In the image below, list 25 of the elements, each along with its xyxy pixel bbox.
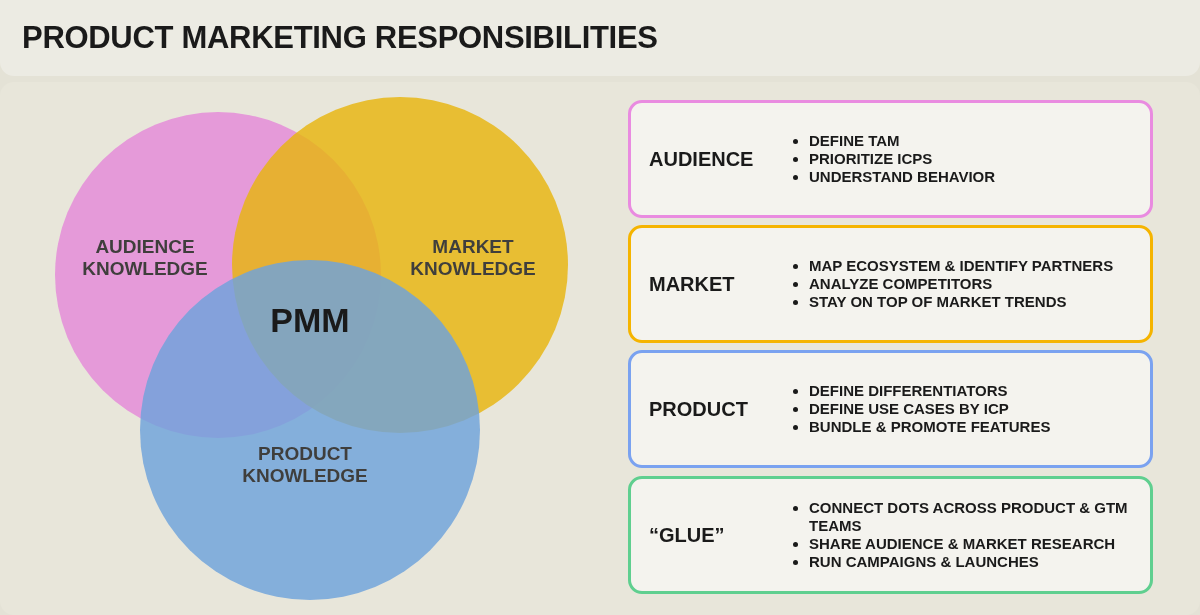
title: PRODUCT MARKETING RESPONSIBILITIES [22, 20, 658, 56]
responsibility-card [628, 225, 1153, 343]
card-heading: PRODUCT [649, 397, 748, 421]
bullet-text: DEFINE DIFFERENTIATORS [809, 382, 1008, 399]
card-heading: AUDIENCE [649, 147, 754, 171]
bullet-text: BUNDLE & PROMOTE FEATURES [809, 418, 1051, 435]
center-label: PMM [270, 300, 350, 340]
bullet-text: RUN CAMPAIGNS & LAUNCHES [809, 553, 1039, 570]
circle-label: PRODUCT KNOWLEDGE [241, 443, 369, 487]
bullet-text: CONNECT DOTS ACROSS PRODUCT & GTM TEAMS [809, 499, 1128, 534]
responsibility-card [628, 476, 1153, 594]
bullet-text: DEFINE USE CASES BY ICP [809, 400, 1009, 417]
bullet-text: DEFINE TAM [809, 132, 900, 149]
bullet-text: ANALYZE COMPETITORS [809, 275, 993, 292]
bullet-text: UNDERSTAND BEHAVIOR [809, 168, 996, 185]
bullet-text: STAY ON TOP OF MARKET TRENDS [809, 293, 1067, 310]
responsibility-card [628, 100, 1153, 218]
circle-label: AUDIENCE KNOWLEDGE [81, 236, 209, 280]
circle-label: MARKET KNOWLEDGE [409, 236, 537, 280]
bullet-text: SHARE AUDIENCE & MARKET RESEARCH [809, 535, 1116, 552]
card-heading: MARKET [649, 272, 735, 296]
bullet-text: MAP ECOSYSTEM & IDENTIFY PARTNERS [809, 257, 1114, 274]
card-heading: “GLUE” [649, 523, 725, 547]
responsibility-card [628, 350, 1153, 468]
bullet-text: PRIORITIZE ICPS [809, 150, 933, 167]
